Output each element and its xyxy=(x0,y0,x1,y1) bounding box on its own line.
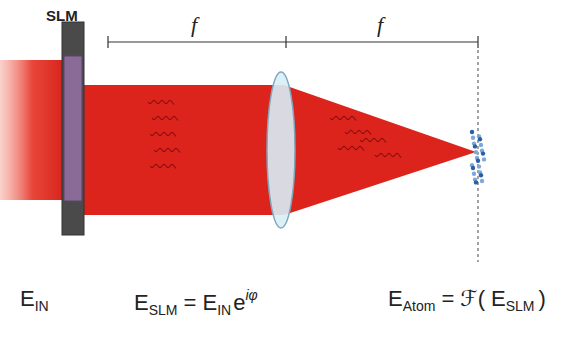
label-text: = E xyxy=(183,290,217,315)
wavefront xyxy=(360,138,386,142)
atom xyxy=(471,136,475,140)
subscript: SLM xyxy=(149,302,178,318)
field-formula: ESLM = EINeiφ xyxy=(134,288,258,317)
label-text: f xyxy=(377,12,383,37)
focused-beam xyxy=(284,85,476,215)
atom xyxy=(474,180,478,184)
atom xyxy=(479,173,483,177)
atom xyxy=(479,143,483,147)
label-text: E xyxy=(134,290,149,315)
atom xyxy=(474,150,478,154)
field-formula: EIN xyxy=(20,288,49,313)
wavefronts xyxy=(148,100,401,168)
atom xyxy=(472,172,476,176)
label-text: e xyxy=(233,290,245,315)
wavefront xyxy=(152,116,178,120)
subscript: IN xyxy=(35,298,49,314)
slm-frame xyxy=(62,22,84,235)
atom xyxy=(470,130,474,134)
atom xyxy=(473,144,477,148)
wavefront xyxy=(150,132,176,136)
lens xyxy=(267,72,295,228)
atom xyxy=(480,179,484,183)
superscript: iφ xyxy=(245,287,257,303)
label-text: = ℱ( E xyxy=(441,286,505,311)
distance-label: f xyxy=(377,14,383,36)
modulated-beam xyxy=(84,85,284,215)
atom xyxy=(481,151,485,155)
label-text: SLM xyxy=(46,7,78,24)
dimension-bar xyxy=(108,36,478,48)
slm-panel xyxy=(64,56,82,201)
component-label: SLM xyxy=(46,3,78,25)
input-beam xyxy=(0,60,64,200)
atom-array xyxy=(470,130,486,185)
subscript: SLM xyxy=(506,298,535,314)
atom xyxy=(482,157,486,161)
subscript: Atom xyxy=(403,298,436,314)
atom xyxy=(471,166,475,170)
wavefront xyxy=(345,130,371,134)
atom xyxy=(477,164,481,168)
wavefront xyxy=(154,148,180,152)
wavefront xyxy=(330,116,356,120)
wavefront xyxy=(150,164,176,168)
distance-label: f xyxy=(191,14,197,36)
label-text: E xyxy=(20,286,35,311)
wavefront xyxy=(338,146,364,150)
atom xyxy=(476,159,480,163)
subscript: IN xyxy=(217,302,231,318)
wavefront xyxy=(148,100,174,104)
field-formula: EAtom = ℱ( ESLM) xyxy=(388,288,546,313)
wavefront xyxy=(375,153,401,157)
label-text: ) xyxy=(539,286,546,311)
label-text: f xyxy=(191,12,197,37)
atom xyxy=(478,137,482,141)
label-text: E xyxy=(388,286,403,311)
